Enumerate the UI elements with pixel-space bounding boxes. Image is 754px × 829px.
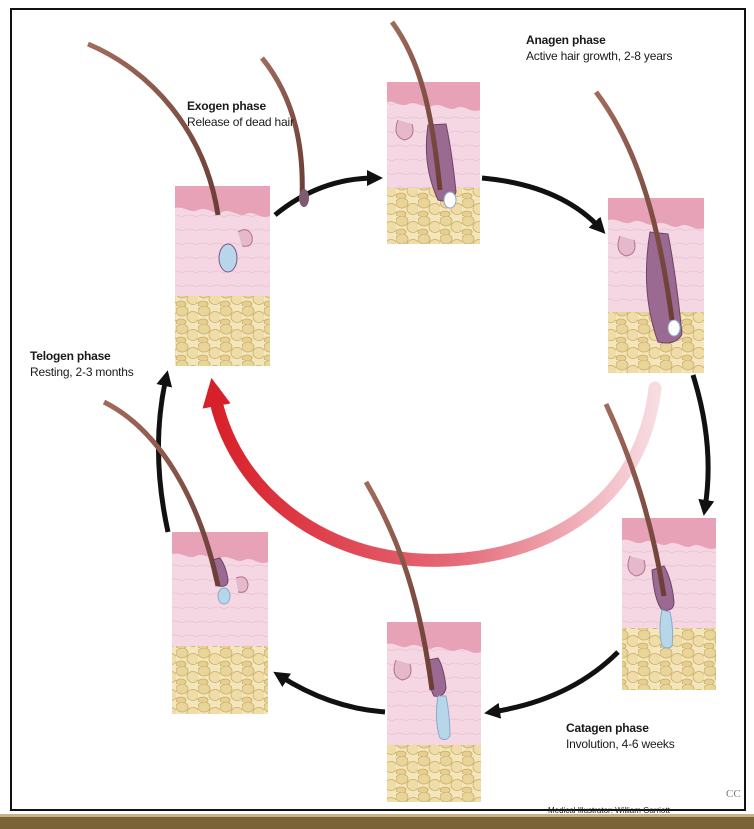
skin-panel-exogen: [175, 186, 270, 366]
phase-title-telogen: Telogen phase: [30, 348, 134, 364]
phase-title-exogen: Exogen phase: [187, 98, 294, 114]
return-arrow-red: [214, 388, 655, 560]
phase-title-catagen: Catagen phase: [566, 720, 675, 736]
arrow-anagen-to-anagen2: [482, 178, 600, 228]
phase-title-anagen: Anagen phase: [526, 32, 672, 48]
phase-label-exogen: Exogen phase Release of dead hair: [187, 98, 294, 130]
skin-panel-anagen-early: [387, 82, 480, 244]
phase-desc-exogen: Release of dead hair: [187, 114, 294, 130]
phase-desc-anagen: Active hair growth, 2-8 years: [526, 48, 672, 64]
phase-desc-telogen: Resting, 2-3 months: [30, 364, 134, 380]
bottom-bar: [0, 814, 754, 829]
phase-label-anagen: Anagen phase Active hair growth, 2-8 yea…: [526, 32, 672, 64]
phase-desc-catagen: Involution, 4-6 weeks: [566, 736, 675, 752]
phase-label-telogen: Telogen phase Resting, 2-3 months: [30, 348, 134, 380]
arrow-catagen-to-transition: [492, 652, 618, 712]
arrow-transition-to-telogen: [280, 676, 385, 712]
arrow-exogen-to-anagen: [275, 178, 375, 215]
skin-panel-catagen: [622, 518, 716, 690]
phase-label-catagen: Catagen phase Involution, 4-6 weeks: [566, 720, 675, 752]
copyright-fragment: CC: [726, 788, 741, 800]
skin-panel-telogen: [172, 532, 268, 714]
arrow-anagen-to-catagen: [693, 375, 708, 508]
skin-panel-transition: [387, 622, 481, 802]
